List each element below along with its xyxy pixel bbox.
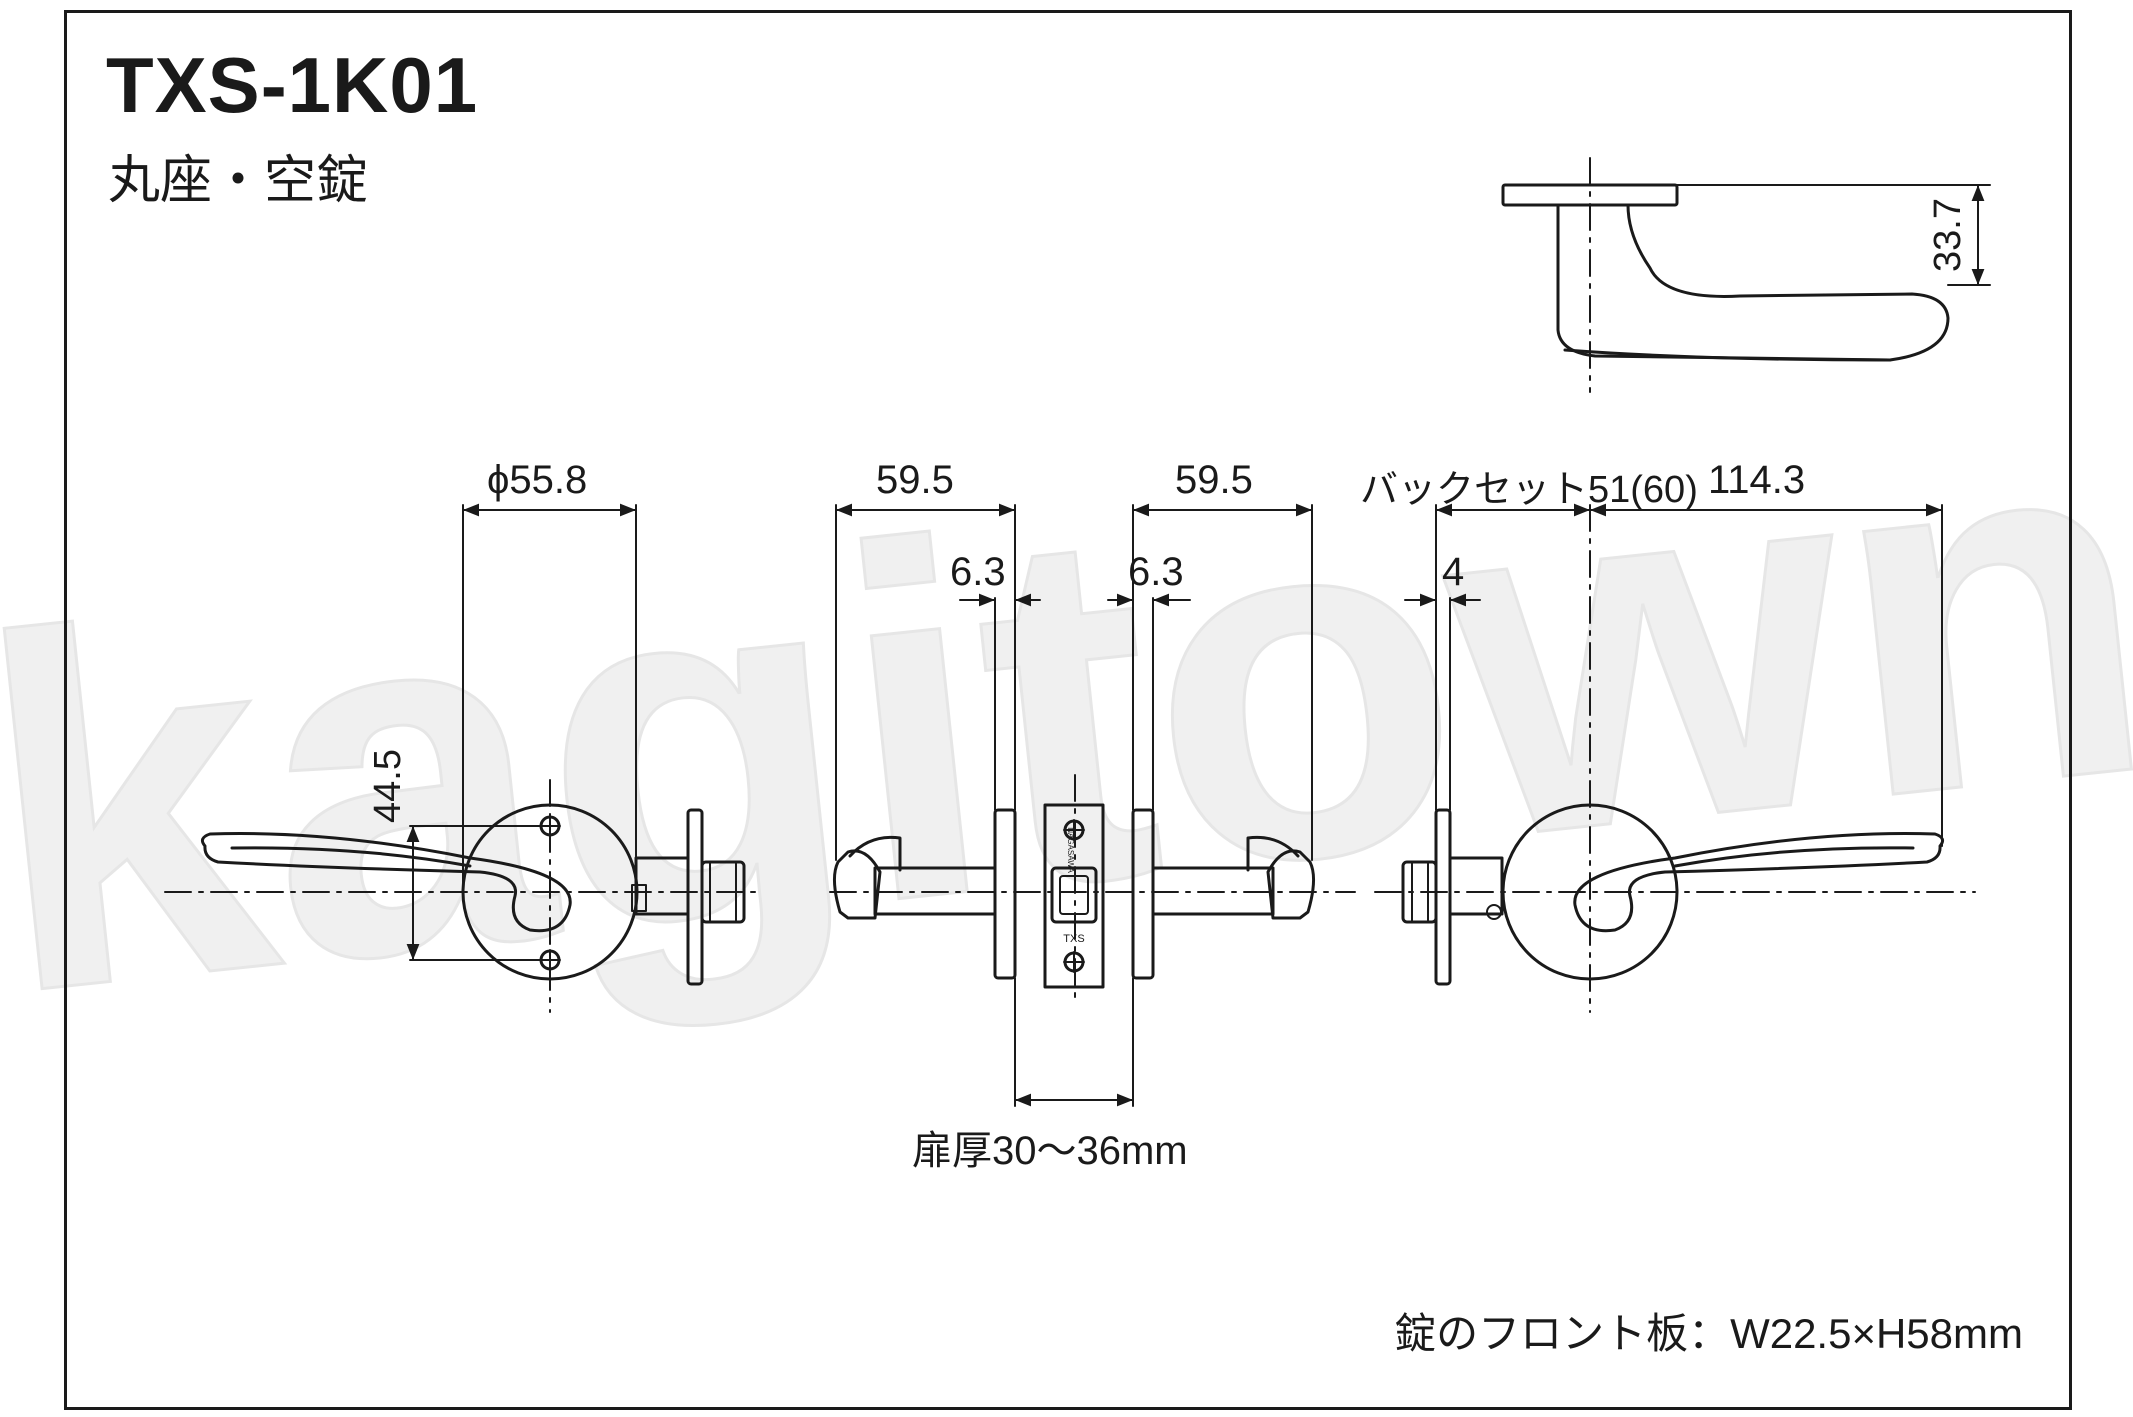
- dim-rose-thick-right: 6.3: [1128, 550, 1184, 594]
- dim-lever-left: 59.5: [876, 458, 954, 502]
- front-view-right: [1374, 503, 1976, 1013]
- dim-lever-length: 114.3: [1708, 458, 1806, 502]
- lever-side-profile: [1501, 157, 1991, 393]
- model-subtitle: 丸座・空錠: [108, 152, 369, 210]
- dim-door-thickness: 扉厚30〜36mm: [912, 1129, 1188, 1173]
- dim-rose-thick-left: 6.3: [950, 550, 1006, 594]
- model-title: TXS-1K01: [106, 41, 479, 129]
- dim-screw-pitch: 44.5: [367, 749, 409, 823]
- latch-front-plate-note: 錠のフロント板：W22.5×H58mm: [1394, 1310, 2023, 1357]
- dim-rose-diameter: ϕ55.8: [487, 458, 588, 502]
- front-view-left: [164, 503, 756, 1013]
- dim-plate-thick: 4: [1442, 550, 1465, 594]
- dim-lever-height: 33.7: [1927, 198, 1969, 272]
- dim-lever-right: 59.5: [1175, 458, 1253, 502]
- drawing-frame: [64, 10, 2072, 1410]
- dim-backset: バックセット51(60): [1360, 469, 1698, 511]
- latch-brand-mark: NAGASAWA: [1066, 827, 1075, 873]
- latch-model-mark: TXS: [1063, 933, 1084, 945]
- edge-view-center: [829, 503, 1356, 1107]
